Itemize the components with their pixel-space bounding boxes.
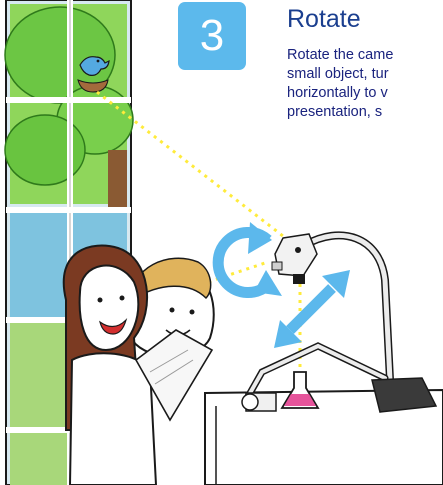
description-line: horizontally to v bbox=[287, 84, 443, 103]
step-title: Rotate bbox=[287, 4, 361, 34]
step-description: Rotate the came small object, tur horizo… bbox=[287, 46, 443, 122]
step-number-badge: 3 bbox=[178, 2, 246, 70]
description-line: Rotate the came bbox=[287, 46, 443, 65]
rotate-arrow-icon bbox=[218, 222, 282, 296]
step-number: 3 bbox=[200, 14, 224, 58]
document-camera bbox=[242, 234, 436, 412]
double-arrow-icon bbox=[274, 270, 350, 348]
description-line: presentation, s bbox=[287, 103, 443, 122]
description-line: small object, tur bbox=[287, 65, 443, 84]
flask bbox=[282, 372, 318, 408]
